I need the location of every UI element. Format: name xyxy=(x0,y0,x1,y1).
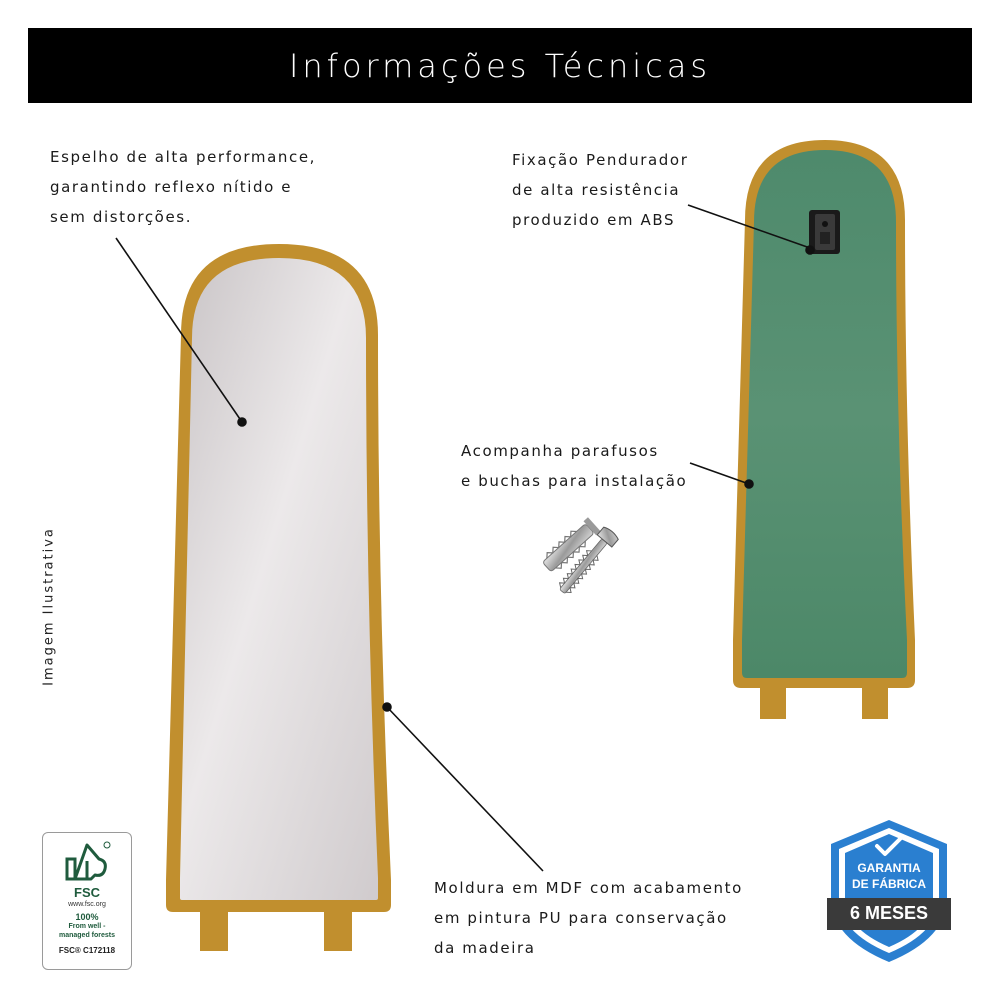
leader-acompanha xyxy=(689,462,750,485)
callout-acompanha-line: Acompanha parafusos xyxy=(461,442,659,460)
front-mirror-left-leg xyxy=(200,905,228,951)
warranty-line2: DE FÁBRICA xyxy=(852,877,926,891)
screw-and-anchor-icon xyxy=(543,517,619,594)
callout-moldura-line: Moldura em MDF com acabamento xyxy=(434,879,743,897)
callout-espelho-line: garantindo reflexo nítido e xyxy=(50,178,293,196)
callout-fixacao-line: produzido em ABS xyxy=(512,211,676,229)
front-mirror-glass xyxy=(180,258,378,900)
warranty-text: GARANTIA DE FÁBRICA xyxy=(827,860,951,892)
warranty-line1: GARANTIA xyxy=(857,861,921,875)
callout-fixacao-line: de alta resistência xyxy=(512,181,681,199)
warranty-shield-icon xyxy=(827,820,951,962)
fsc-label: FSC www.fsc.org 100% From well - managed… xyxy=(42,832,132,970)
callout-espelho: Espelho de alta performance, garantindo … xyxy=(50,142,316,232)
leader-fixacao xyxy=(687,204,811,249)
leader-moldura xyxy=(386,706,544,872)
abs-hanger-icon xyxy=(809,210,840,254)
callout-espelho-line: Espelho de alta performance, xyxy=(50,148,317,166)
leader-espelho xyxy=(115,237,243,423)
front-mirror-right-leg xyxy=(324,905,352,951)
callout-moldura: Moldura em MDF com acabamento em pintura… xyxy=(434,873,743,963)
leader-acompanha-dot xyxy=(744,479,754,489)
callout-fixacao: Fixação Pendurador de alta resistência p… xyxy=(512,145,688,235)
callout-acompanha: Acompanha parafusos e buchas para instal… xyxy=(461,436,687,496)
page-title: Informações Técnicas xyxy=(288,46,712,85)
warranty-badge: GARANTIA DE FÁBRICA 6 MESES xyxy=(827,818,951,964)
fsc-code: FSC® C172118 xyxy=(58,946,116,955)
leader-moldura-dot xyxy=(382,702,392,712)
fsc-line2: managed forests xyxy=(58,932,116,939)
back-mirror-back-panel xyxy=(742,150,907,678)
fsc-tree-logo-icon xyxy=(65,841,111,881)
back-mirror-left-leg xyxy=(760,682,786,719)
back-mirror-right-leg xyxy=(862,682,888,719)
fsc-percent: 100% xyxy=(75,912,99,922)
side-note-text: Imagem Ilustrativa xyxy=(41,527,57,686)
callout-espelho-line: sem distorções. xyxy=(50,208,193,226)
fsc-line1: From well - xyxy=(68,923,106,930)
callout-acompanha-line: e buchas para instalação xyxy=(461,472,688,490)
callout-moldura-line: em pintura PU para conservação xyxy=(434,909,728,927)
fsc-brand: FSC xyxy=(74,885,100,900)
leader-espelho-dot xyxy=(237,417,247,427)
warranty-duration: 6 MESES xyxy=(849,903,929,923)
fsc-site: www.fsc.org xyxy=(68,901,106,908)
leader-fixacao-dot xyxy=(805,245,815,255)
header-bar: Informações Técnicas xyxy=(28,28,972,103)
callout-moldura-line: da madeira xyxy=(434,939,536,957)
callout-fixacao-line: Fixação Pendurador xyxy=(512,151,689,169)
